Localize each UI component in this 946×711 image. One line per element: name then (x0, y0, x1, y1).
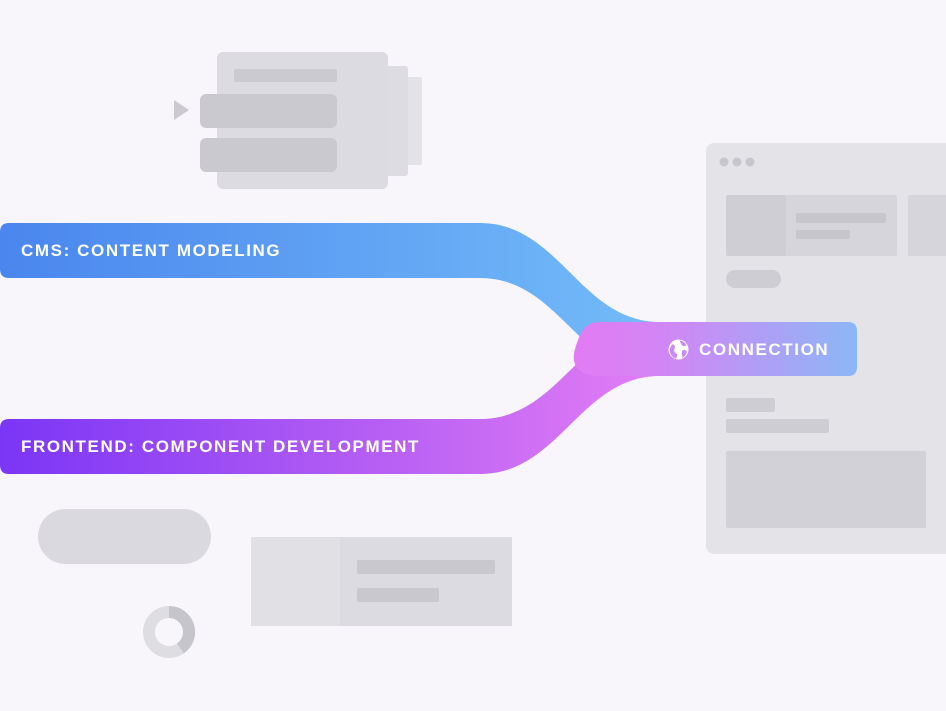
connection-label: CONNECTION (699, 340, 829, 360)
cms-label: CMS: CONTENT MODELING (21, 241, 281, 261)
frontend-label: FRONTEND: COMPONENT DEVELOPMENT (21, 437, 420, 457)
globe-icon (668, 339, 689, 360)
